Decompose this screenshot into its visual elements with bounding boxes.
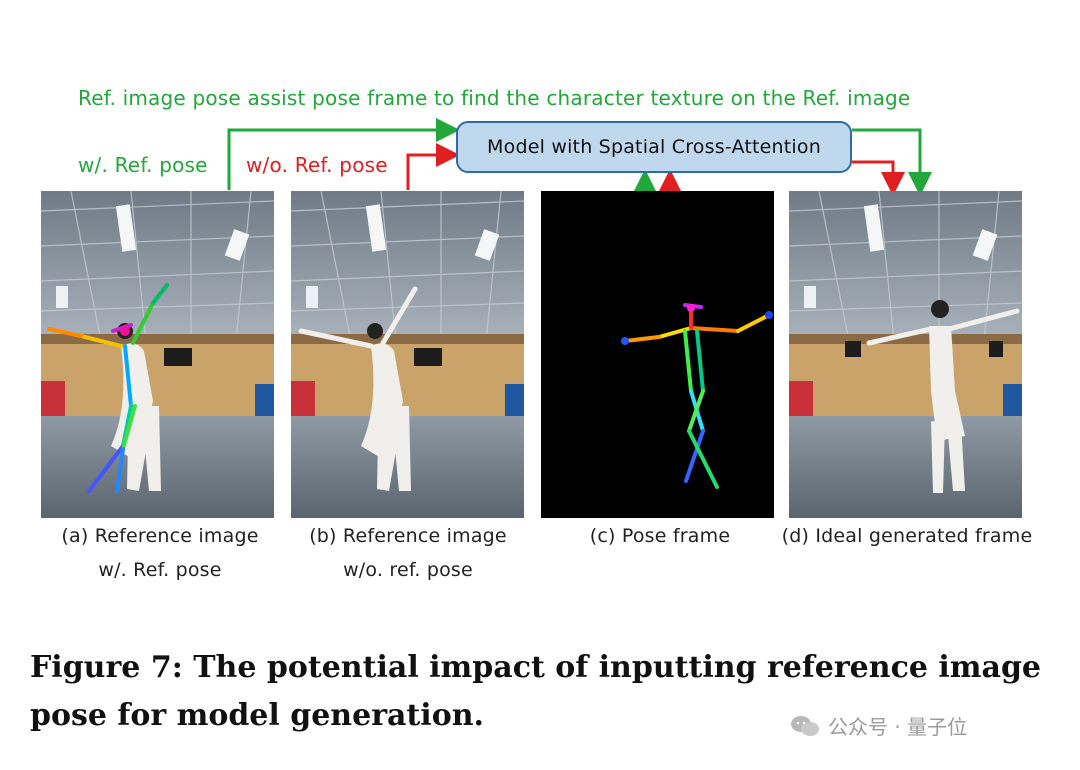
caption-b-line2: w/o. ref. pose (343, 559, 473, 581)
model-box-label: Model with Spatial Cross-Attention (487, 136, 821, 158)
model-box: Model with Spatial Cross-Attention (456, 121, 852, 173)
green-arrow-in (227, 118, 460, 190)
reference-image-without-pose (291, 191, 524, 518)
caption-a: (a) Reference image w/. Ref. pose (40, 519, 280, 587)
with-ref-pose-label: w/. Ref. pose (78, 153, 208, 177)
watermark: 公众号 · 量子位 (790, 711, 967, 740)
watermark-text: 公众号 · 量子位 (828, 715, 968, 739)
top-annotation: Ref. image pose assist pose frame to fin… (78, 86, 911, 110)
caption-d: (d) Ideal generated frame (762, 519, 1052, 553)
caption-a-line1: (a) Reference image (61, 525, 259, 547)
caption-c: (c) Pose frame (560, 519, 760, 553)
caption-c-line1: (c) Pose frame (589, 525, 731, 547)
caption-d-line1: (d) Ideal generated frame (781, 525, 1033, 547)
pose-frame (541, 191, 774, 518)
reference-image-with-pose (41, 191, 274, 518)
figure-caption: Figure 7: The potential impact of inputt… (30, 650, 1042, 733)
red-arrow-in (406, 143, 460, 190)
wechat-icon (791, 715, 819, 736)
ideal-generated-frame (789, 191, 1022, 518)
without-ref-pose-label: w/o. Ref. pose (246, 153, 388, 177)
green-arrow-out (852, 128, 932, 196)
caption-a-line2: w/. Ref. pose (98, 559, 222, 581)
red-arrow-out (852, 160, 905, 196)
caption-b-line1: (b) Reference image (309, 525, 507, 547)
caption-b: (b) Reference image w/o. ref. pose (288, 519, 528, 587)
flow-arrows (227, 118, 932, 196)
